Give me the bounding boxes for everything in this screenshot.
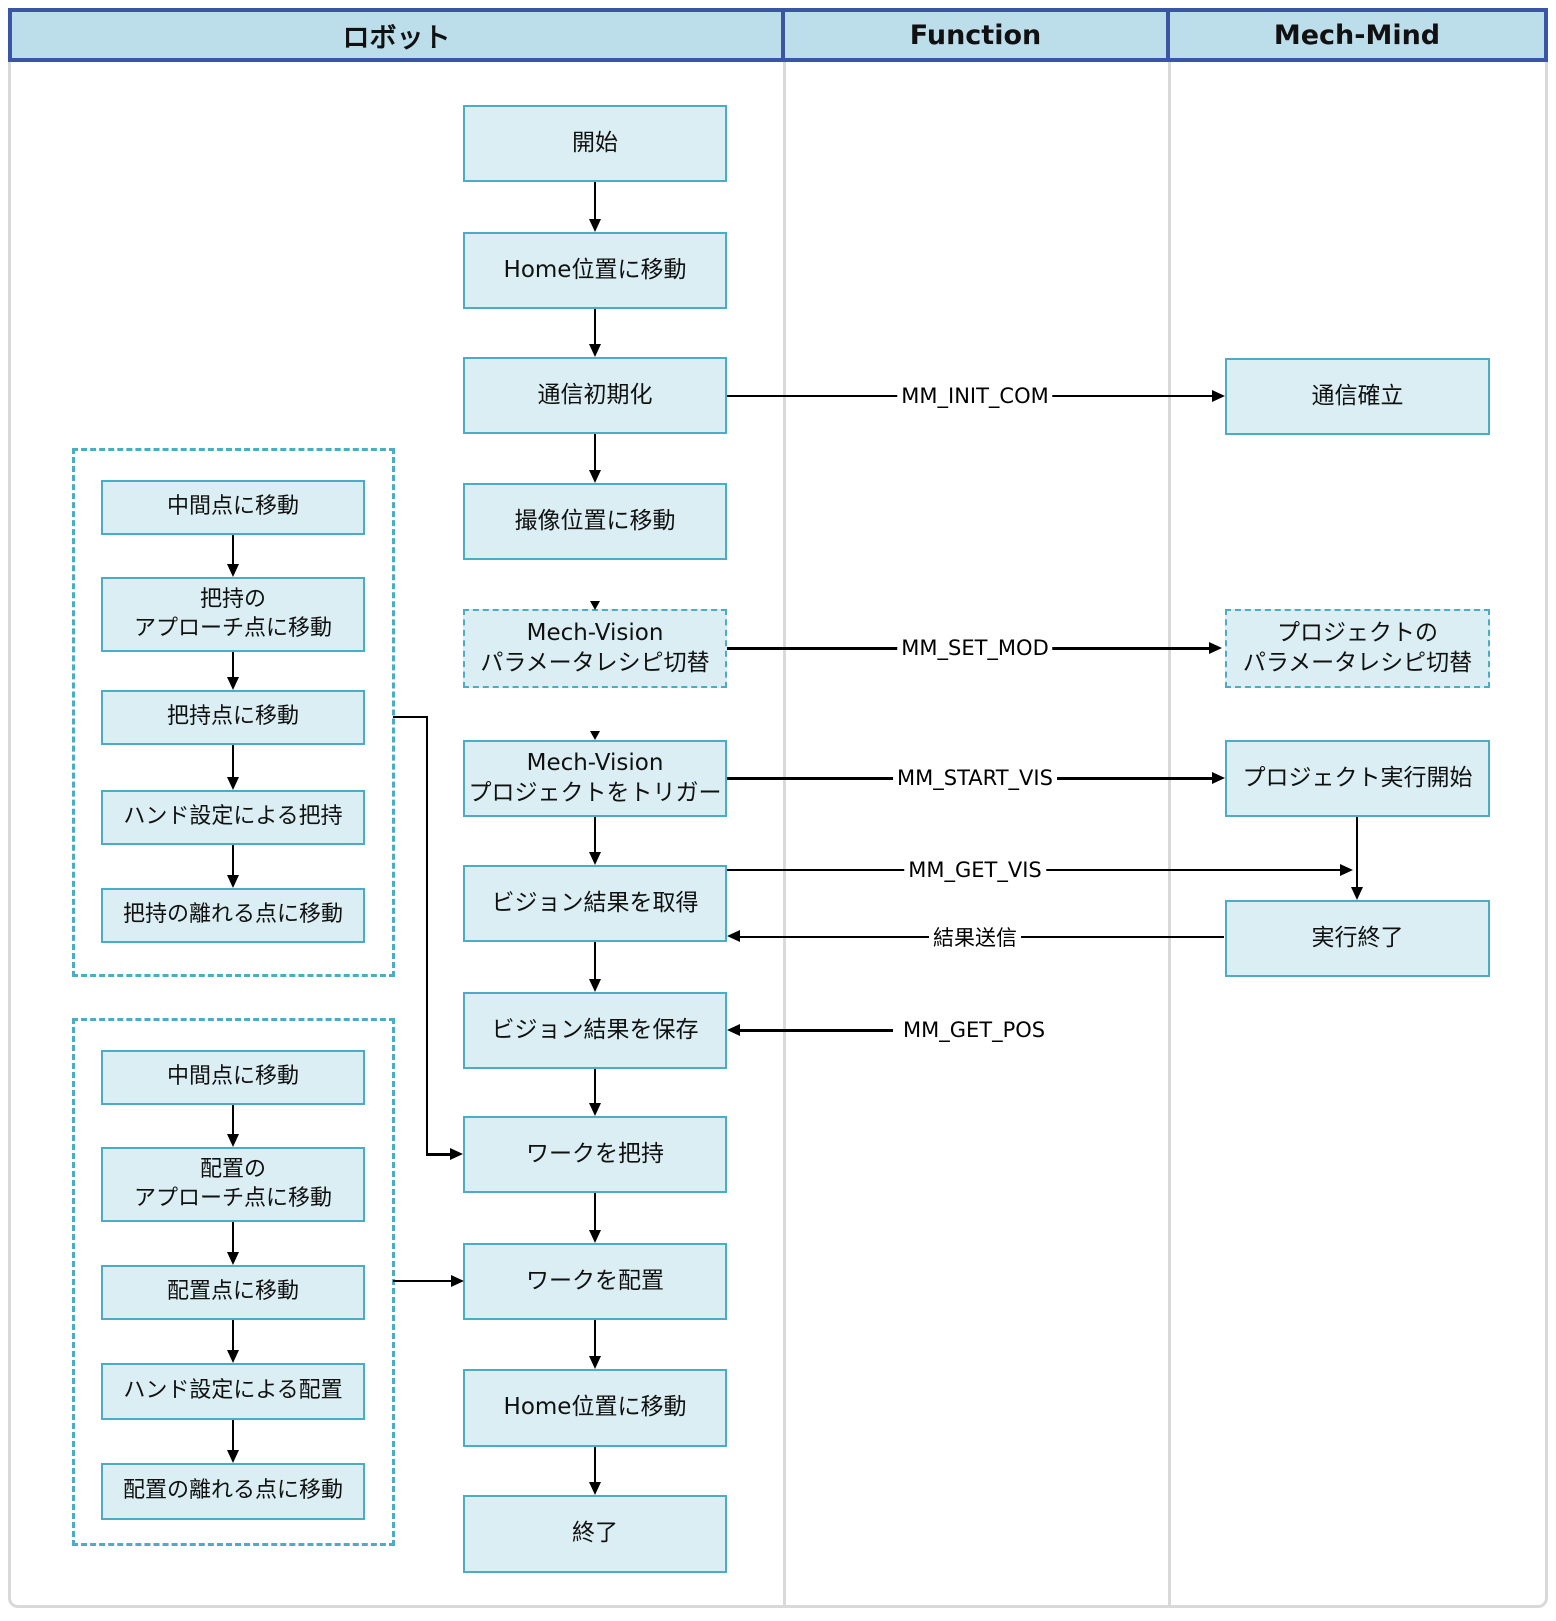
arrow-head-down — [226, 1450, 239, 1463]
label-mm-set-mod: MM_SET_MOD — [897, 636, 1053, 660]
arrow-line — [593, 1320, 597, 1356]
arrow-head-down — [226, 677, 239, 690]
arrow-head-down — [588, 1230, 601, 1243]
arrow-line — [231, 535, 235, 564]
arrow-line — [593, 434, 597, 470]
arrow-line — [231, 1105, 235, 1134]
arrow-line — [593, 1447, 597, 1482]
node-init-communication: 通信初期化 — [463, 357, 727, 434]
node-place-move-to-departure-point: 配置の離れる点に移動 — [101, 1463, 365, 1520]
arrow-line — [231, 1420, 235, 1450]
arrow-head-down — [588, 219, 601, 232]
arrow-head-left — [727, 930, 740, 943]
arrow-head-down — [588, 1103, 601, 1116]
arrow-line — [231, 845, 235, 875]
arrow-head-down — [588, 852, 601, 865]
arrow-head-down — [226, 875, 239, 888]
header-lane-function: Function — [781, 8, 1170, 62]
column-divider-robot-function — [783, 62, 786, 1608]
arrow-head-down — [226, 1252, 239, 1265]
node-grasp-move-to-departure-point: 把持の離れる点に移動 — [101, 888, 365, 943]
arrow-line — [593, 1193, 597, 1230]
grasp-connector-line — [425, 715, 429, 1156]
node-place-by-hand-setting: ハンド設定による配置 — [101, 1363, 365, 1420]
node-switch-project-recipe: プロジェクトの パラメータレシピ切替 — [1225, 609, 1490, 688]
arrow-head-down — [226, 564, 239, 577]
node-communication-established: 通信確立 — [1225, 358, 1490, 435]
node-place-move-to-waypoint: 中間点に移動 — [101, 1050, 365, 1105]
arrow-head-down — [588, 1482, 601, 1495]
node-execution-end: 実行終了 — [1225, 900, 1490, 977]
grasp-connector-line — [426, 1153, 451, 1156]
label-mm-start-vis: MM_START_VIS — [893, 766, 1057, 790]
arrow-head-right — [1340, 863, 1353, 876]
mm-get-pos-arrow — [740, 1029, 893, 1032]
arrow-line — [593, 942, 597, 979]
node-trigger-mech-vision-project: Mech-Vision プロジェクトをトリガー — [463, 740, 727, 817]
node-move-to-place-point: 配置点に移動 — [101, 1265, 365, 1320]
arrow-line — [593, 1069, 597, 1103]
node-project-execution-start: プロジェクト実行開始 — [1225, 740, 1490, 817]
node-move-to-grasp-point: 把持点に移動 — [101, 690, 365, 745]
grasp-connector-line — [393, 715, 427, 719]
arrow-head-down — [590, 731, 600, 740]
arrow-head-down — [226, 1134, 239, 1147]
arrow-line — [593, 309, 597, 344]
header-lane-mech-mind: Mech-Mind — [1166, 8, 1548, 62]
arrow-line — [593, 817, 597, 852]
node-grasp-by-hand-setting: ハンド設定による把持 — [101, 790, 365, 845]
node-place-move-to-approach-point: 配置の アプローチ点に移動 — [101, 1147, 365, 1222]
arrow-head-right — [1212, 389, 1225, 402]
arrow-line — [231, 745, 235, 777]
arrow-line — [593, 182, 597, 219]
node-save-vision-result: ビジョン結果を保存 — [463, 992, 727, 1069]
arrow-line — [231, 1320, 235, 1350]
node-get-vision-result: ビジョン結果を取得 — [463, 865, 727, 942]
arrow-line — [1355, 817, 1359, 887]
node-end: 終了 — [463, 1495, 727, 1573]
node-move-home-2: Home位置に移動 — [463, 1369, 727, 1447]
node-place-workpiece: ワークを配置 — [463, 1243, 727, 1320]
node-move-to-capture-position: 撮像位置に移動 — [463, 483, 727, 560]
arrow-head-down — [588, 1356, 601, 1369]
arrow-head-down — [226, 1350, 239, 1363]
arrow-head-right — [1209, 641, 1222, 654]
arrow-head-right — [450, 1148, 463, 1160]
label-mm-init-com: MM_INIT_COM — [897, 384, 1053, 408]
label-mm-get-pos: MM_GET_POS — [899, 1018, 1050, 1042]
arrow-line — [231, 1222, 235, 1252]
arrow-head-down — [588, 979, 601, 992]
node-grasp-workpiece: ワークを把持 — [463, 1116, 727, 1193]
node-grasp-move-to-waypoint: 中間点に移動 — [101, 480, 365, 535]
arrow-head-down — [590, 601, 600, 610]
arrow-head-down — [588, 344, 601, 357]
column-divider-function-mechmind — [1168, 62, 1171, 1608]
grasp-subflow-container — [72, 448, 395, 977]
arrow-head-right — [1212, 771, 1225, 784]
place-connector-line — [393, 1279, 451, 1283]
arrow-head-left — [727, 1023, 740, 1036]
label-mm-get-vis: MM_GET_VIS — [904, 858, 1046, 882]
arrow-head-down — [226, 777, 239, 790]
label-send-result: 結果送信 — [929, 922, 1021, 952]
header-lane-robot: ロボット — [8, 8, 785, 62]
arrow-head-down — [1350, 887, 1363, 900]
arrow-head-right — [451, 1274, 464, 1287]
arrow-head-down — [588, 470, 601, 483]
node-grasp-move-to-approach-point: 把持の アプローチ点に移動 — [101, 577, 365, 652]
node-switch-parameter-recipe: Mech-Vision パラメータレシピ切替 — [463, 609, 727, 688]
arrow-line — [231, 652, 235, 677]
node-move-home: Home位置に移動 — [463, 232, 727, 309]
node-start: 開始 — [463, 105, 727, 182]
